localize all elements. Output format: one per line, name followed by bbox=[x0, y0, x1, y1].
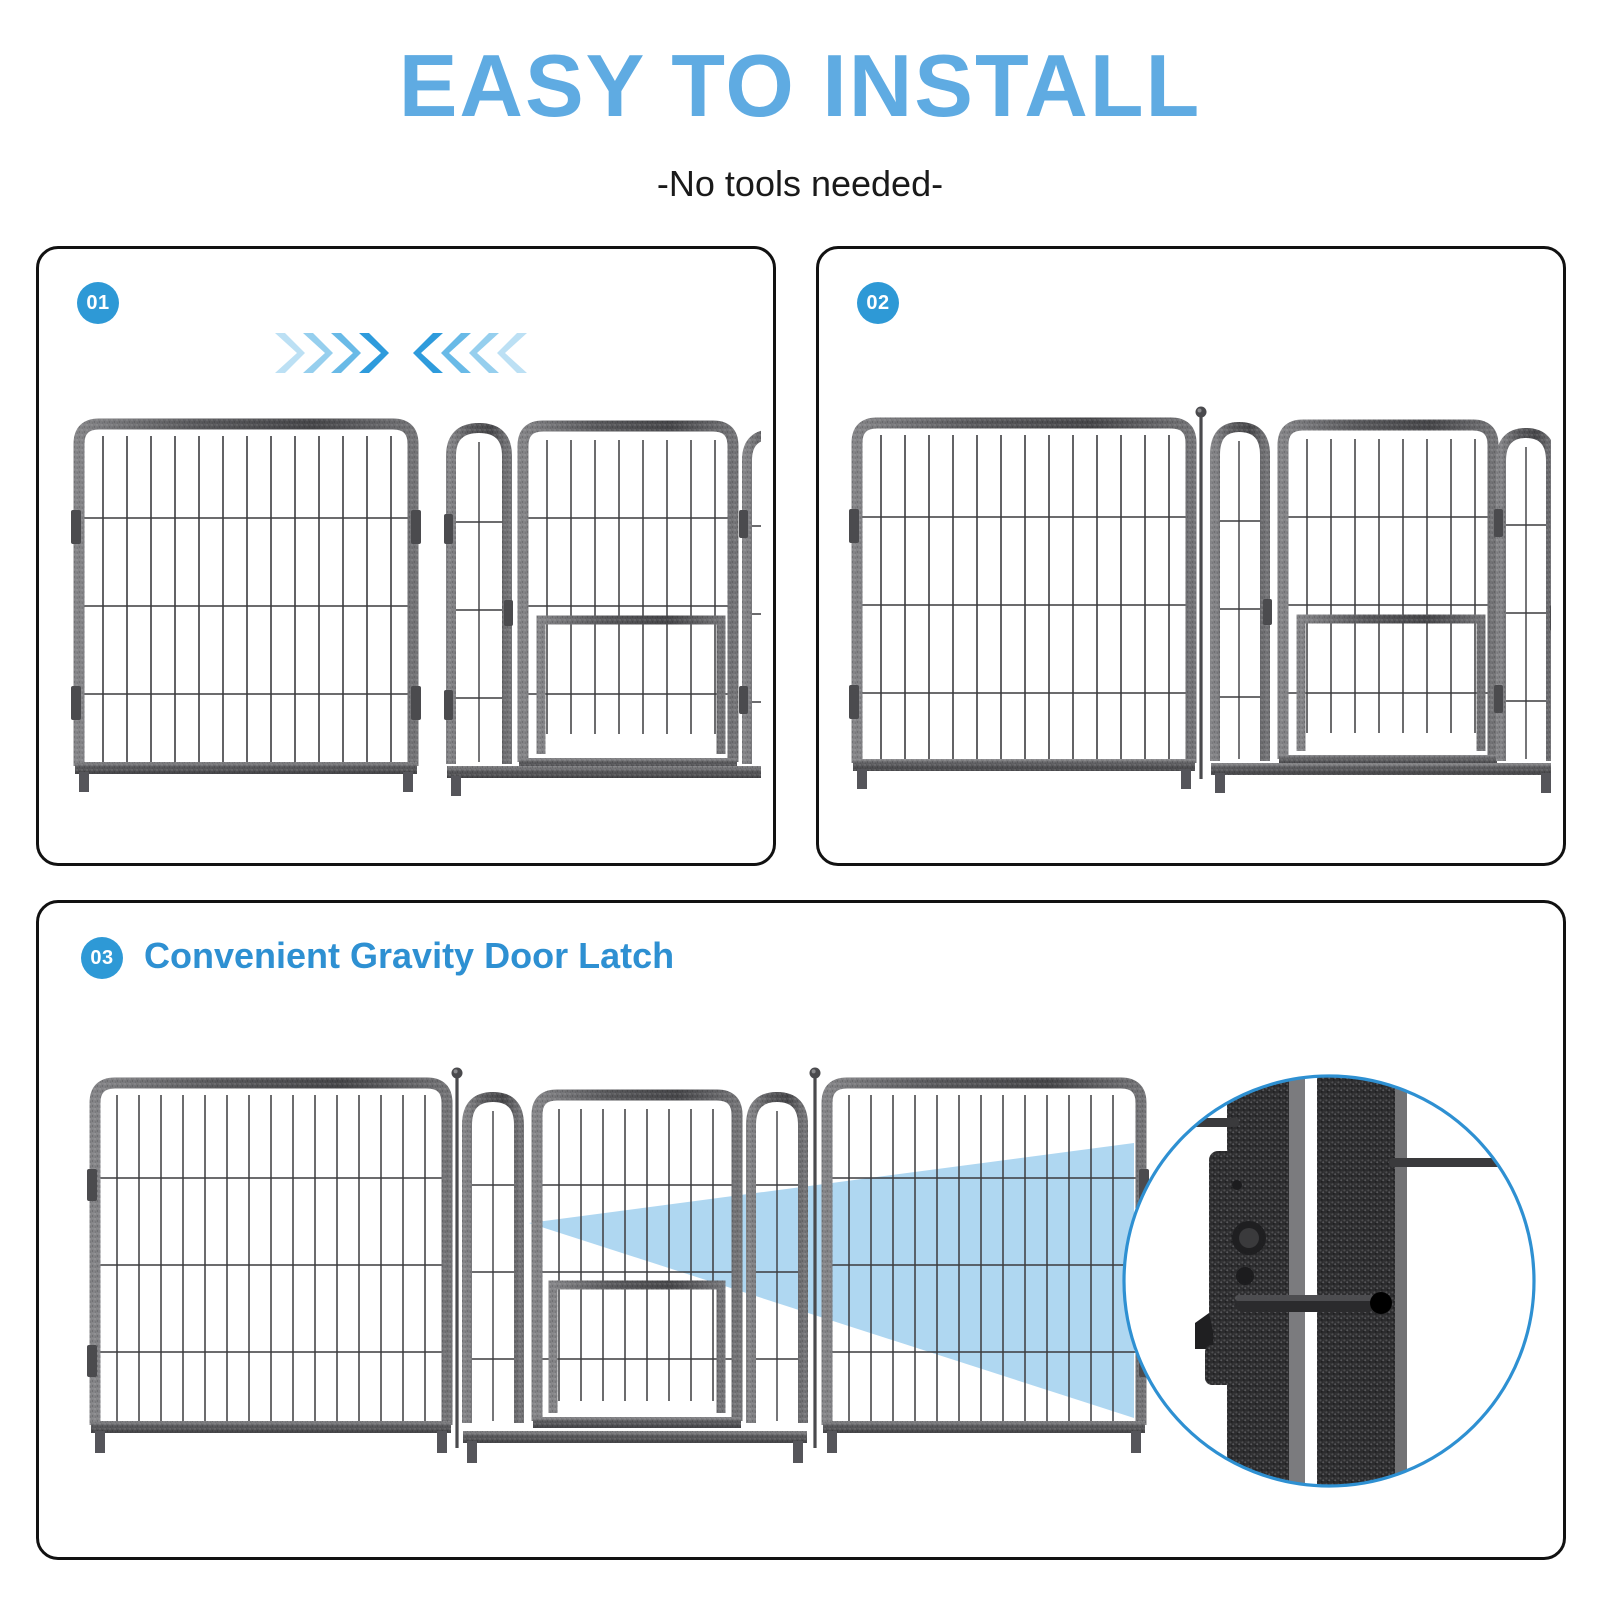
connector-pin-icon bbox=[451, 1067, 463, 1448]
connector-pin-icon bbox=[1195, 406, 1207, 779]
fence-foot bbox=[857, 769, 867, 789]
fence-panel-1 bbox=[87, 1077, 453, 1453]
fence-foot bbox=[1181, 769, 1191, 789]
fence-panel-wide-left bbox=[71, 418, 421, 792]
fence-foot bbox=[467, 1441, 477, 1463]
step-badge-02: 02 bbox=[857, 282, 899, 324]
fence-svg-02 bbox=[849, 406, 1559, 793]
step-card-01: 01 bbox=[36, 246, 809, 866]
fence-panel-with-door bbox=[1277, 419, 1499, 766]
fence-gate-section bbox=[1210, 419, 1559, 793]
fence-panel-narrow-a bbox=[462, 1091, 524, 1423]
chevron-right-icon-group bbox=[271, 329, 389, 377]
fence-foot bbox=[403, 772, 413, 792]
header: EASY TO INSTALL -No tools needed- bbox=[0, 0, 1600, 225]
gate-post-right bbox=[1317, 1076, 1395, 1486]
fence-foot bbox=[1541, 773, 1551, 793]
fence-foot bbox=[827, 1431, 837, 1453]
hinge-bracket bbox=[71, 510, 81, 544]
gate-door-frame bbox=[536, 615, 726, 754]
hinge-bracket bbox=[849, 509, 859, 543]
fence-foot bbox=[793, 1441, 803, 1463]
fence-svg-03 bbox=[87, 1067, 1536, 1488]
page-subtitle: -No tools needed- bbox=[656, 163, 944, 204]
door-latch-icon bbox=[1195, 1151, 1392, 1385]
fence-gate-panel bbox=[531, 1089, 743, 1428]
hinge-bracket bbox=[71, 686, 81, 720]
hinge-bracket bbox=[849, 685, 859, 719]
fence-panel-narrow-right bbox=[739, 428, 809, 764]
fence-panel-with-door bbox=[517, 420, 739, 769]
fence-foot bbox=[95, 1431, 105, 1453]
hinge-bracket bbox=[444, 514, 453, 544]
connector-pin-icon bbox=[809, 1067, 821, 1448]
fence-illustration-step-03 bbox=[59, 1033, 1549, 1533]
hinge-bracket bbox=[444, 690, 453, 720]
fence-foot bbox=[1215, 773, 1225, 793]
fence-svg-01 bbox=[71, 418, 809, 796]
fence-panel-narrow-left bbox=[1210, 421, 1272, 761]
hinge-bracket bbox=[411, 510, 421, 544]
page-title: EASY TO INSTALL bbox=[398, 36, 1202, 135]
hinge-bracket bbox=[504, 600, 513, 626]
fence-foot bbox=[79, 772, 89, 792]
hinge-bracket bbox=[1494, 509, 1503, 537]
fence-panel-narrow-left bbox=[444, 422, 513, 764]
step-badge-01: 01 bbox=[77, 282, 119, 324]
hinge-bracket bbox=[739, 510, 748, 538]
chevron-left-icon-group bbox=[413, 329, 531, 377]
hinge-bracket bbox=[739, 686, 748, 714]
fence-foot bbox=[1131, 1431, 1141, 1453]
gate-door-frame bbox=[1296, 614, 1486, 751]
fence-gate-section bbox=[444, 420, 809, 796]
hinge-bracket bbox=[1263, 599, 1272, 625]
fence-foot bbox=[451, 776, 461, 796]
fence-foot bbox=[437, 1431, 447, 1453]
hinge-bracket bbox=[87, 1169, 97, 1201]
fence-panel-wide-left bbox=[849, 417, 1197, 789]
step-03-heading: Convenient Gravity Door Latch bbox=[144, 935, 675, 976]
fence-illustration-step-02 bbox=[839, 399, 1559, 814]
hinge-bracket bbox=[1550, 605, 1559, 631]
hinge-bracket bbox=[411, 686, 421, 720]
hinge-bracket bbox=[1494, 685, 1503, 713]
fence-panel-narrow-right bbox=[1494, 427, 1559, 761]
latch-detail-callout bbox=[1122, 1074, 1536, 1488]
fence-illustration-step-01 bbox=[61, 414, 809, 814]
fence-wire bbox=[1389, 1158, 1529, 1167]
gate-door-frame bbox=[548, 1280, 726, 1413]
fence-panel-narrow-b bbox=[746, 1091, 808, 1423]
step-card-02: 02 bbox=[816, 246, 1566, 866]
hinge-bracket bbox=[87, 1345, 97, 1377]
step-badge-03: 03 bbox=[81, 937, 123, 979]
step-card-03: 03 Convenient Gravity Door Latch bbox=[36, 900, 1566, 1560]
fence-panel-2 bbox=[821, 1077, 1149, 1453]
